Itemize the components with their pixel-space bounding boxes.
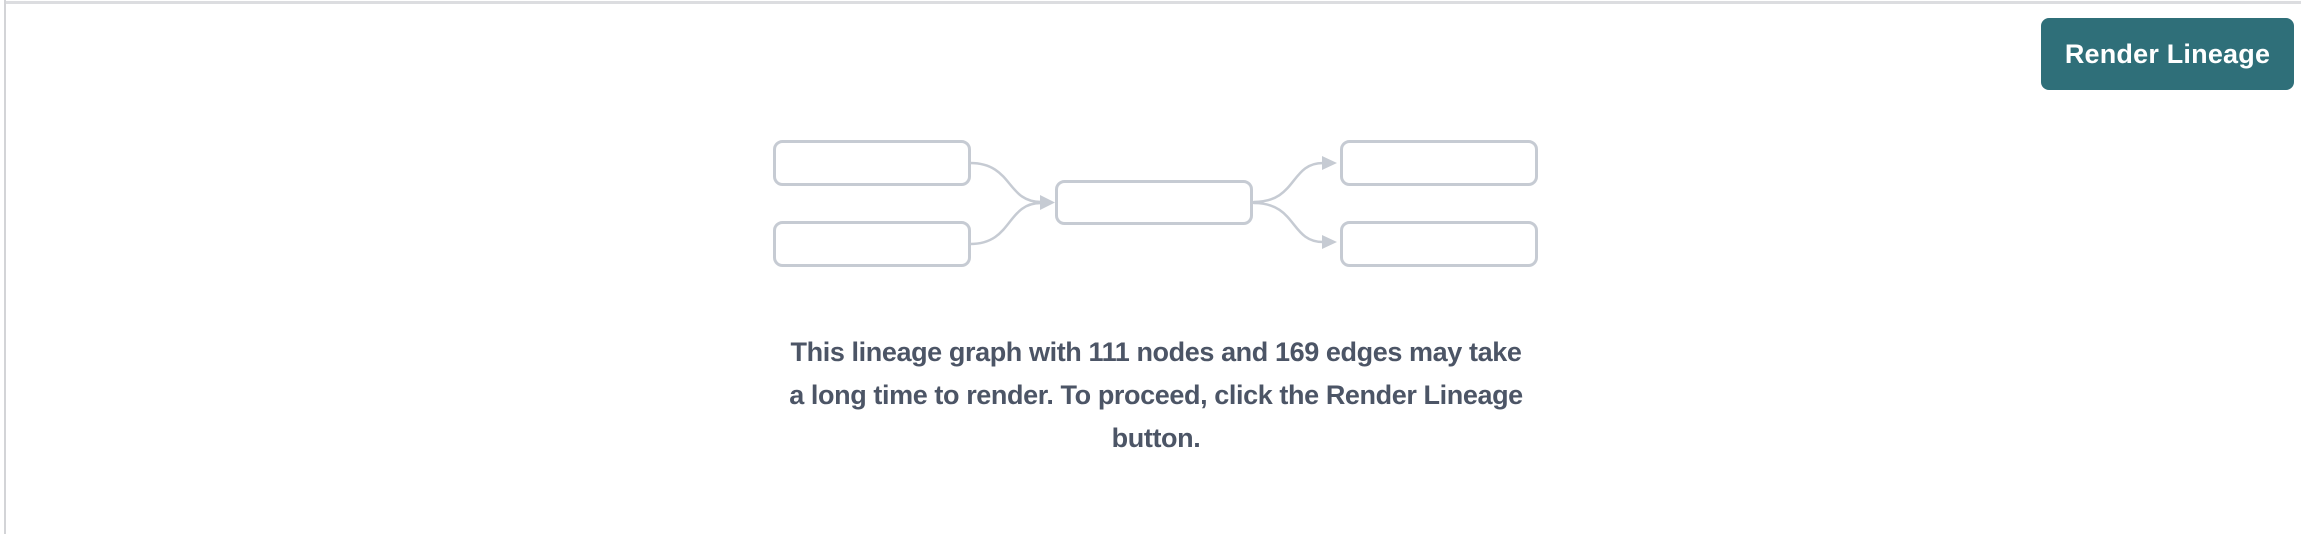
render-lineage-button[interactable]: Render Lineage — [2041, 18, 2294, 90]
message-line: a long time to render. To proceed, click… — [789, 380, 1523, 410]
render-warning-message: This lineage graph with 111 nodes and 16… — [746, 331, 1566, 460]
edge-top-right — [1252, 161, 1325, 204]
lineage-graph-icon — [773, 140, 1538, 267]
node-box-bottom-right — [1340, 221, 1538, 267]
node-box-top-left — [773, 140, 971, 186]
message-line: This lineage graph with 111 nodes and 16… — [790, 337, 1522, 367]
message-line: button. — [1111, 423, 1201, 453]
arrowhead-top-right — [1322, 156, 1337, 170]
edge-bottom-left — [968, 201, 1043, 246]
edge-bottom-right — [1252, 201, 1325, 244]
top-divider — [5, 1, 2301, 4]
node-box-center — [1055, 180, 1253, 225]
arrowhead-bottom-right — [1322, 235, 1337, 249]
edge-top-left — [968, 161, 1043, 204]
node-box-bottom-left — [773, 221, 971, 267]
arrowhead-center — [1040, 195, 1055, 210]
node-box-top-right — [1340, 140, 1538, 186]
left-divider — [4, 0, 6, 534]
